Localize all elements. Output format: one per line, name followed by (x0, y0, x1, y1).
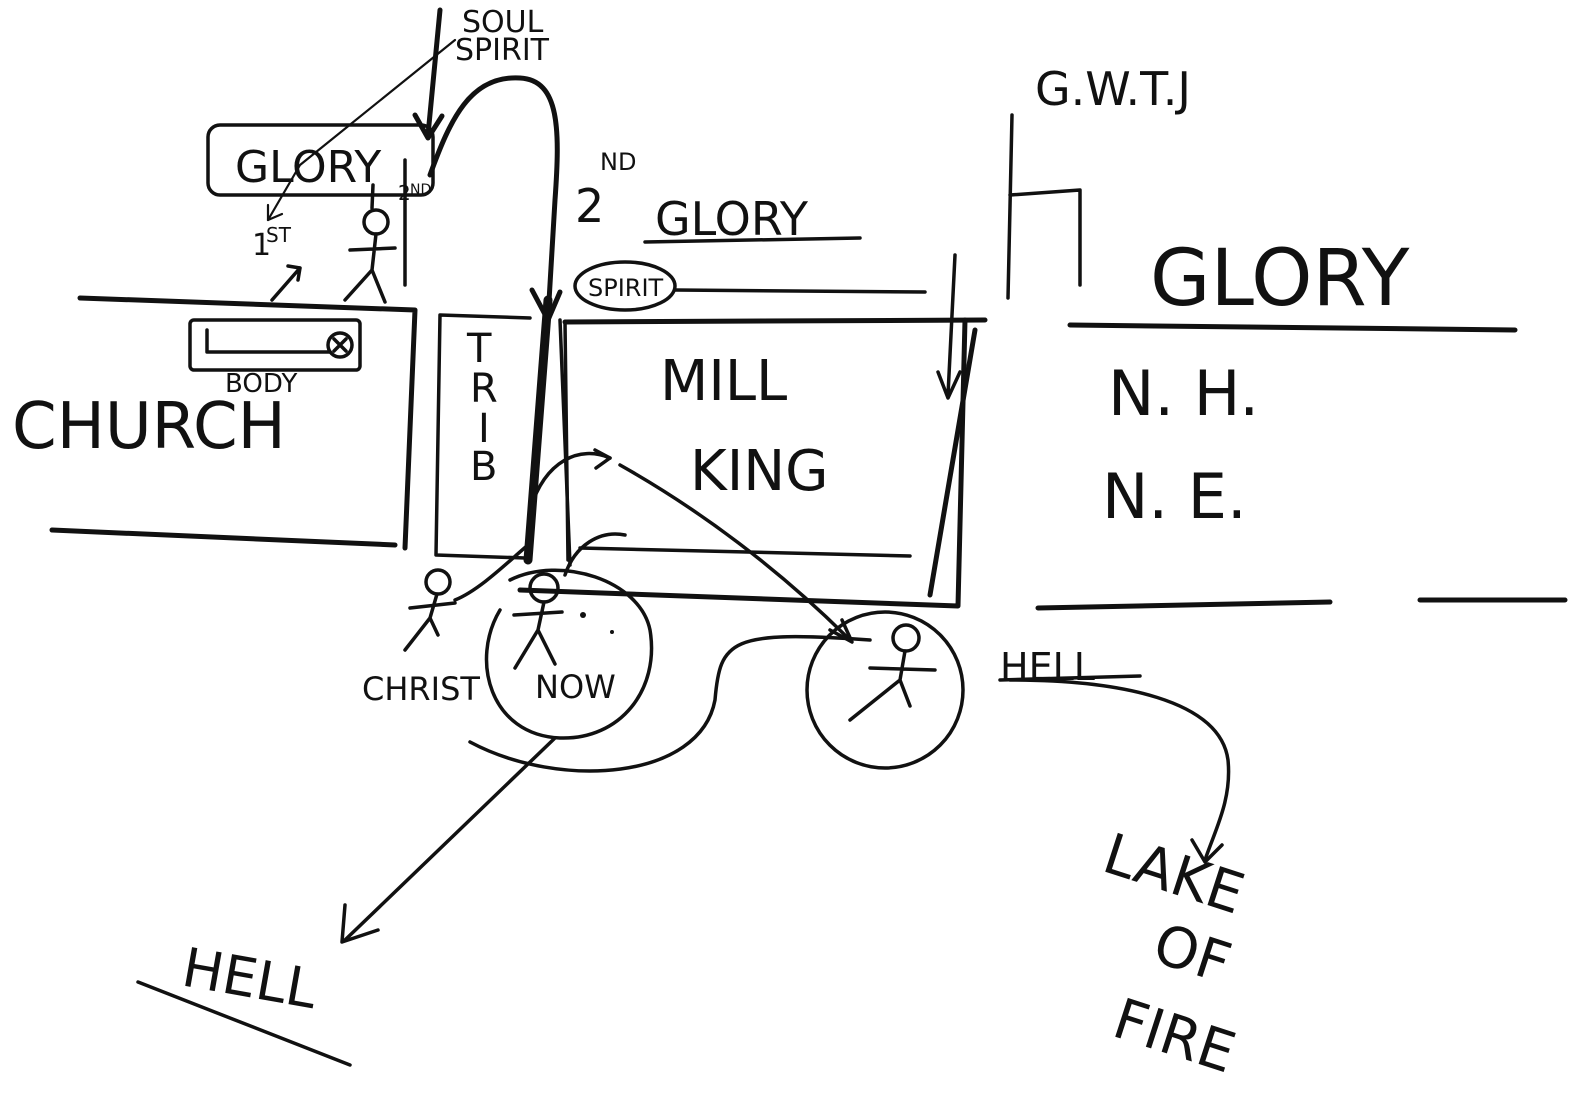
glory-right-label: GLORY (1150, 234, 1410, 324)
glory-top-label: GLORY (235, 142, 381, 193)
church-label: CHURCH (12, 390, 286, 464)
mill-label: MILL (660, 349, 787, 414)
christ-label: CHRIST (362, 670, 480, 708)
body-circle (326, 331, 354, 359)
second-coming-number: 2 (575, 179, 604, 233)
gwtj-throne (1006, 113, 1082, 300)
trib-mill-divider (523, 295, 553, 565)
body-label: BODY (225, 369, 297, 399)
raptured-figure (343, 183, 397, 304)
trib-t: T (466, 326, 492, 372)
new-earth-line (1035, 597, 1568, 611)
now-label: NOW (535, 668, 616, 706)
body-x-mark (332, 337, 348, 353)
hell-bottom-label: HELL (178, 936, 322, 1021)
second-coming-path (427, 75, 560, 321)
glory-right-underline (1067, 322, 1518, 333)
now-to-hell-arrow (343, 736, 557, 942)
second-small-sup: ND (410, 182, 431, 198)
mill-box-inner-bottom (578, 546, 912, 558)
body-box (188, 318, 362, 372)
body-line (205, 328, 332, 354)
spirit-circle (573, 260, 677, 312)
first-label-sup: ST (266, 223, 292, 247)
glory-middle-underline (643, 236, 862, 244)
hell-to-lake-arrow (1008, 678, 1231, 862)
gwtj-label: G.W.T.J (1035, 62, 1191, 116)
trib-i: I (478, 406, 490, 452)
hell-circle (805, 610, 965, 770)
spirit-line (673, 288, 927, 294)
nh-label: N. H. (1108, 357, 1259, 430)
rapture-arrow (270, 264, 302, 302)
soul-spirit-arrow (266, 7, 457, 222)
lake-label: LAKE (1096, 821, 1252, 927)
ne-label: N. E. (1102, 460, 1247, 533)
trib-box (434, 313, 532, 560)
soul-label: SOUL (462, 5, 544, 40)
second-coming-sup: ND (600, 148, 636, 176)
hell-bottom-underline (136, 980, 352, 1067)
mill-box-top (562, 317, 988, 325)
spirit-label: SPIRIT (455, 33, 550, 68)
spirit-circled-label: SPIRIT (588, 274, 664, 302)
descent-arrow (946, 253, 957, 397)
fire-label: FIRE (1106, 986, 1243, 1086)
now-to-mill-arc (528, 451, 612, 512)
mill-to-hell-arrow (618, 463, 852, 642)
church-bottom-line (49, 527, 398, 548)
glory-middle-label: GLORY (655, 192, 809, 246)
church-top-line (77, 295, 418, 551)
now-circle (484, 568, 654, 740)
first-label-number: 1 (252, 228, 271, 263)
king-label: KING (690, 439, 829, 504)
trib-r: R (470, 366, 498, 412)
now-outer-loop (468, 634, 872, 773)
trib-b: B (470, 444, 497, 490)
mill-box-left (563, 320, 570, 562)
christ-figure (403, 568, 457, 652)
